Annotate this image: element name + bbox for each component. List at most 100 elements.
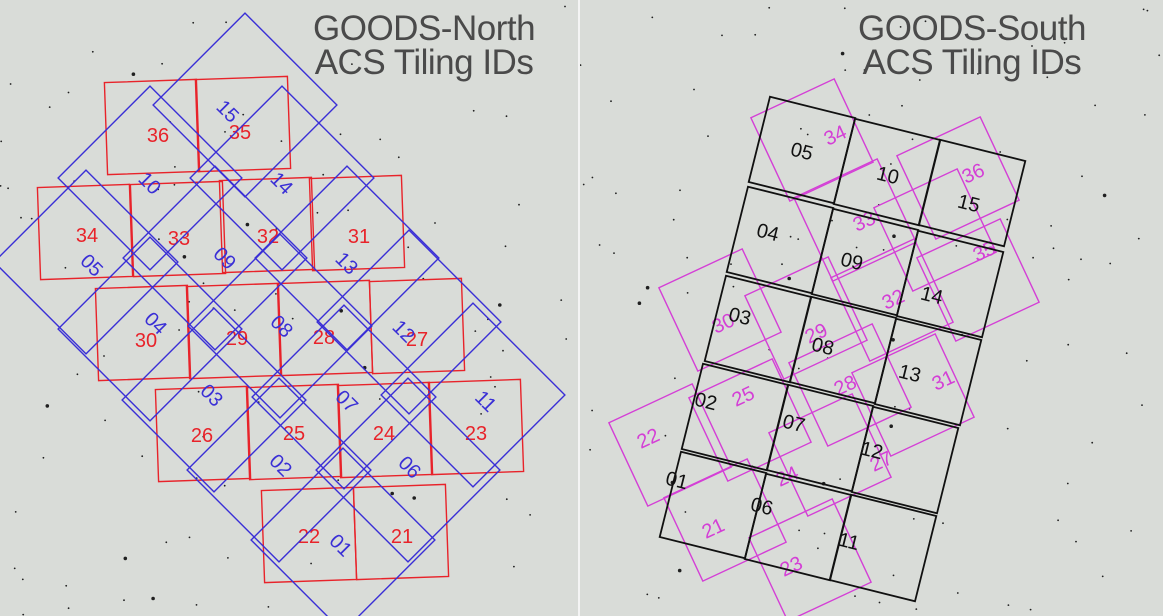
star (883, 249, 885, 251)
star (787, 277, 791, 281)
star (599, 244, 601, 246)
star (513, 566, 515, 568)
star (1147, 10, 1149, 12)
star (15, 511, 17, 513)
star (398, 156, 400, 158)
star (646, 594, 648, 596)
star (889, 424, 893, 428)
south-magenta-label-36: 36 (959, 159, 988, 188)
star (610, 100, 612, 102)
north-blue-label-07: 07 (331, 386, 362, 417)
star (591, 410, 593, 412)
star (613, 252, 615, 254)
star (942, 522, 944, 524)
star (189, 537, 191, 539)
star (817, 547, 819, 549)
north-red-label-22: 22 (298, 526, 320, 548)
star (65, 585, 67, 587)
star (1138, 238, 1140, 240)
star (912, 138, 914, 140)
star (583, 184, 585, 186)
star (1143, 9, 1145, 11)
star (1050, 225, 1052, 227)
north-blue-label-08: 08 (266, 311, 297, 342)
star (268, 606, 270, 608)
star (693, 89, 695, 91)
star (1103, 194, 1107, 198)
south-magenta-tile-30 (659, 249, 781, 371)
star (196, 604, 198, 606)
star (174, 184, 176, 186)
south-magenta-label-23: 23 (777, 552, 806, 581)
star (224, 485, 226, 487)
star (894, 406, 896, 408)
star (474, 330, 476, 332)
star (646, 286, 650, 290)
star (151, 597, 155, 601)
star (498, 303, 502, 307)
star (22, 579, 24, 581)
star (565, 338, 567, 340)
star (673, 219, 675, 221)
star (957, 592, 959, 594)
star (1008, 604, 1010, 606)
star (506, 115, 508, 117)
north-red-label-25: 25 (283, 423, 305, 445)
star (807, 134, 809, 136)
star (893, 575, 895, 577)
star (1126, 352, 1128, 354)
star (22, 614, 24, 616)
north-red-label-23: 23 (465, 423, 487, 445)
star (242, 114, 244, 116)
south-black-label-01: 01 (663, 468, 690, 495)
star (589, 449, 591, 451)
star (1144, 114, 1146, 116)
goods-south-panel: 343633353029323128272225242123 051015040… (580, 0, 1163, 616)
star (560, 299, 562, 301)
star (856, 247, 858, 249)
star (797, 238, 799, 240)
star (124, 557, 128, 561)
star (518, 204, 520, 206)
star (292, 318, 294, 320)
goods-south-title-line2: ACS Tiling IDs (863, 43, 1082, 82)
star (473, 110, 475, 112)
star (68, 92, 70, 94)
star (65, 267, 67, 269)
star (234, 309, 236, 311)
star (733, 286, 735, 288)
star (412, 496, 416, 500)
north-blue-label-14: 14 (266, 168, 297, 199)
star (800, 128, 802, 130)
north-red-label-28: 28 (313, 327, 335, 349)
star (43, 457, 45, 459)
north-red-label-36: 36 (147, 125, 169, 147)
star (340, 133, 342, 135)
north-red-label-26: 26 (191, 425, 213, 447)
star (322, 174, 324, 176)
north-blue-tiles: 151014050913040812030711020601 (0, 13, 565, 616)
star (529, 514, 531, 516)
goods-south-title: GOODS-SouthACS Tiling IDs (858, 12, 1086, 80)
star (281, 140, 283, 142)
star (1053, 247, 1055, 249)
star (165, 541, 167, 543)
star (68, 607, 70, 609)
star (178, 329, 180, 331)
star (434, 222, 436, 224)
star (1158, 54, 1160, 56)
star (839, 478, 841, 480)
north-blue-label-13: 13 (331, 248, 362, 279)
star (1030, 609, 1032, 611)
star (707, 135, 709, 137)
star (901, 105, 903, 107)
star (674, 377, 676, 379)
star (379, 139, 381, 141)
star (592, 177, 594, 179)
south-magenta-label-22: 22 (634, 424, 663, 453)
star (502, 350, 504, 352)
star (854, 595, 856, 597)
star (104, 420, 106, 422)
